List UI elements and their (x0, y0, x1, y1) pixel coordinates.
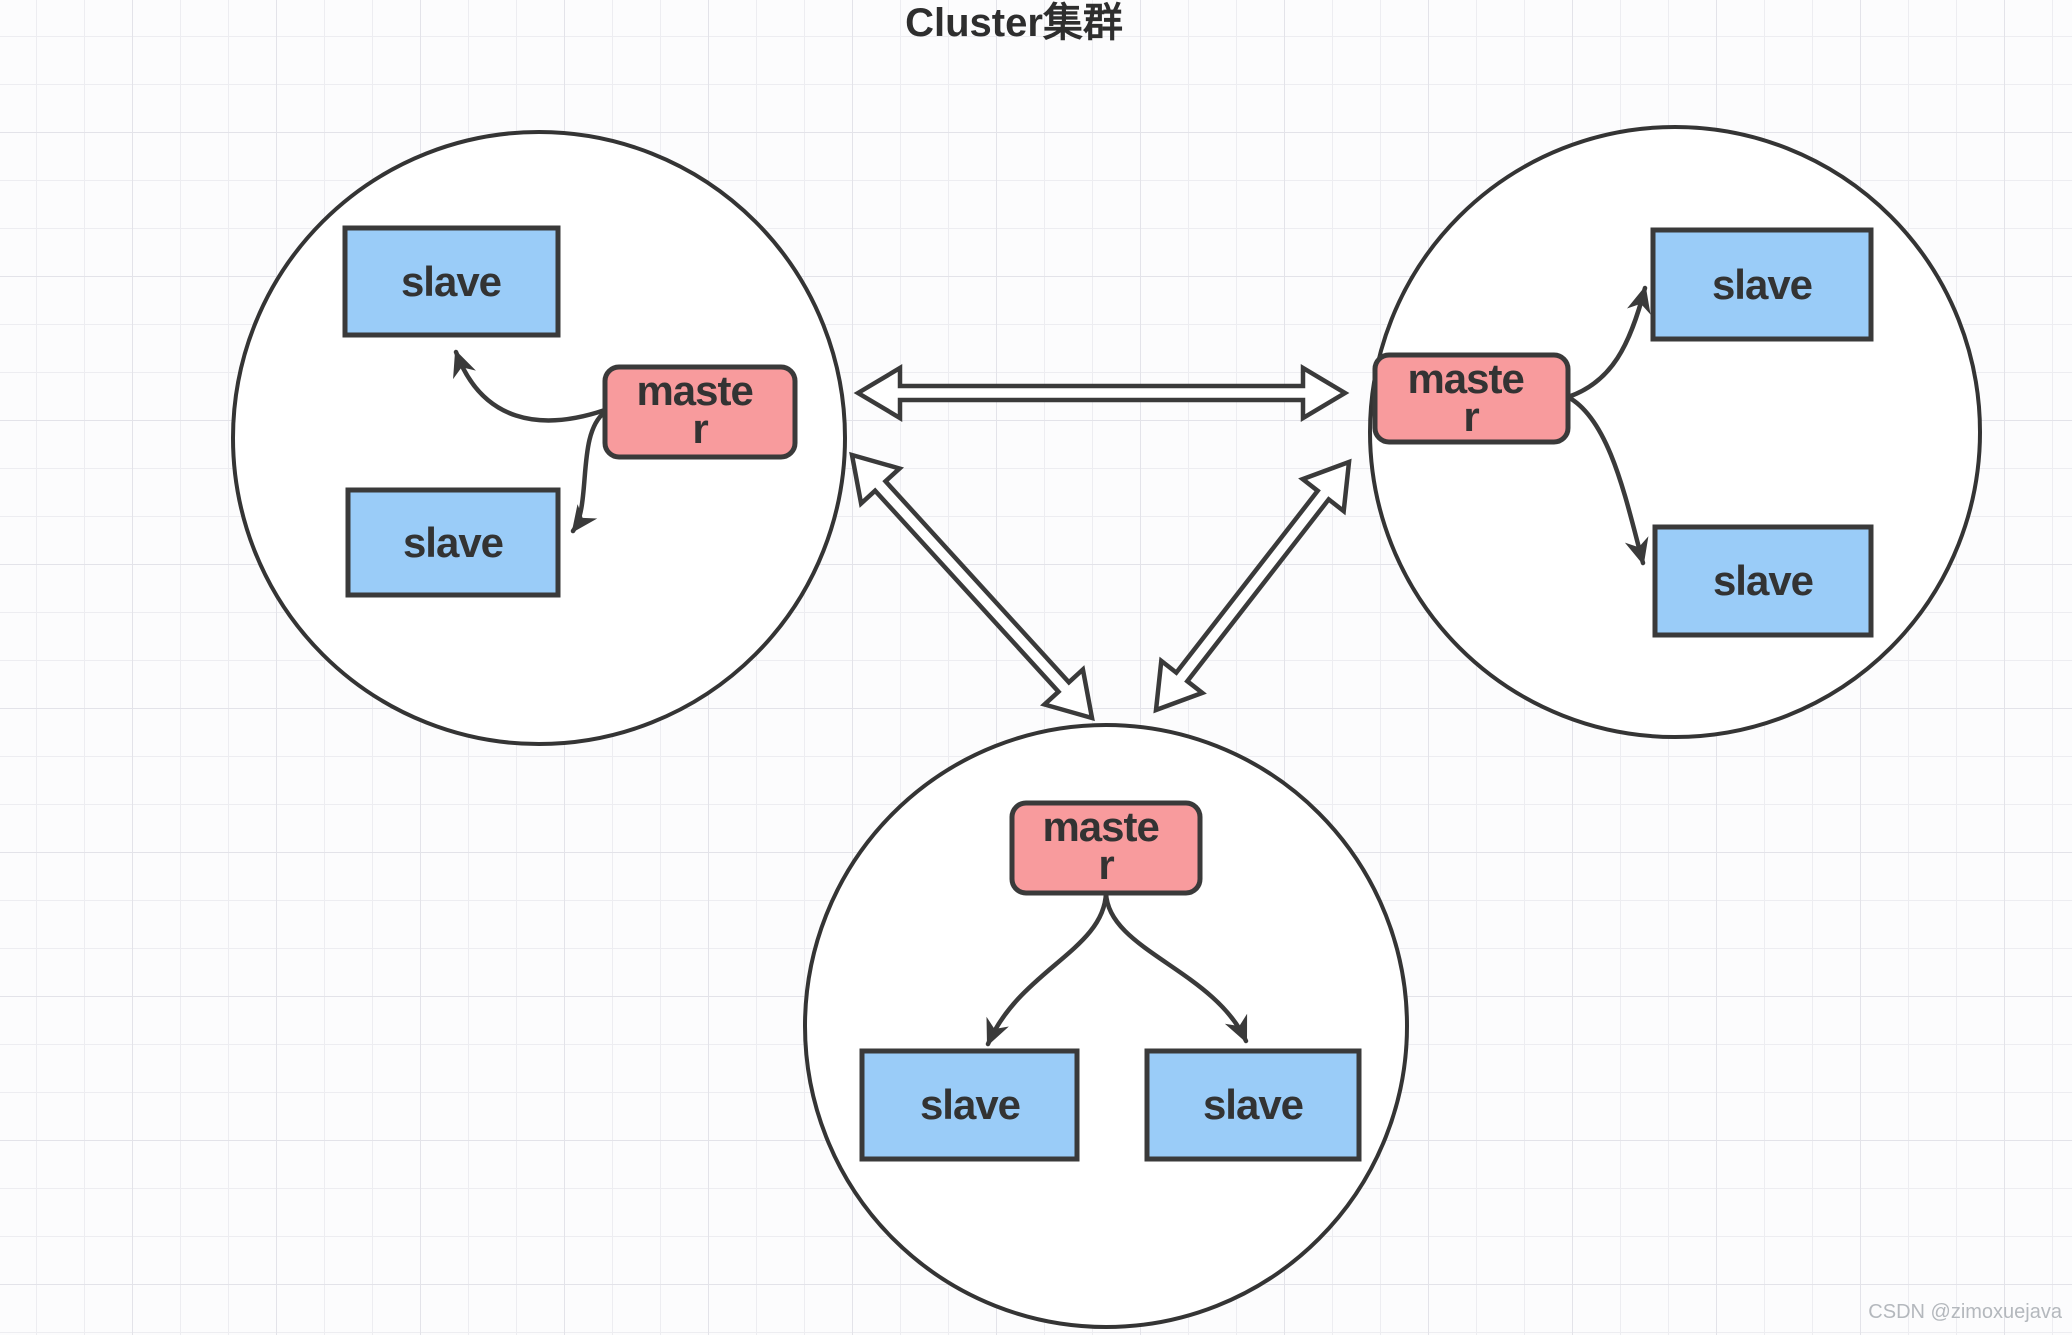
cluster-left-master-label: maste r (636, 367, 763, 452)
cluster-bottom-slave-2-node (1144, 1048, 1362, 1162)
cluster-link-arrow-left-right (853, 364, 1350, 422)
cluster-left-master-node (602, 364, 798, 460)
cluster-left-slave-2-label: slave (403, 519, 503, 566)
cluster-bottom-slave-1-node (859, 1048, 1080, 1162)
cluster-bottom-master-node (1009, 800, 1203, 896)
cluster-bottom: slave slave maste r (803, 723, 1409, 1329)
cluster-right-slave-1-label: slave (1712, 261, 1812, 308)
cluster-right-slave-1-node (1650, 227, 1874, 342)
cluster-right-master-node (1372, 352, 1571, 445)
cluster-right-slave-2-label: slave (1713, 557, 1813, 604)
replication-arrow-left-master-to-slave-2 (570, 409, 608, 534)
cluster-bottom-circle (803, 723, 1409, 1329)
replication-arrow-right-master-to-slave-2 (1565, 394, 1649, 566)
cluster-right-master-label: maste r (1407, 355, 1534, 440)
cluster-bottom-slave-2-label: slave (1203, 1081, 1303, 1128)
cluster-link-arrow-left-bottom (849, 451, 1095, 722)
cluster-right-slave-2-node (1652, 524, 1874, 638)
cluster-bottom-slave-1-label: slave (920, 1081, 1020, 1128)
replication-arrow-bottom-master-to-slave-1 (985, 890, 1109, 1047)
cluster-left: slave slave maste r (231, 130, 847, 746)
cluster-left-slave-1-label: slave (401, 258, 501, 305)
replication-arrow-bottom-master-to-slave-2 (1103, 890, 1249, 1044)
replication-arrow-right-master-to-slave-1 (1565, 285, 1651, 400)
cluster-link-arrow-right-bottom (1153, 458, 1352, 714)
cluster-bottom-master-label: maste r (1042, 803, 1169, 888)
cluster-left-slave-2-node (345, 487, 561, 598)
cluster-left-slave-1-node (342, 225, 561, 338)
cluster-right: slave slave maste r (1368, 125, 1982, 739)
replication-arrow-left-master-to-slave-1 (453, 349, 608, 423)
diagram-title: Cluster集群 (905, 1, 1123, 45)
watermark: CSDN @zimoxuejava (1868, 1301, 2063, 1323)
